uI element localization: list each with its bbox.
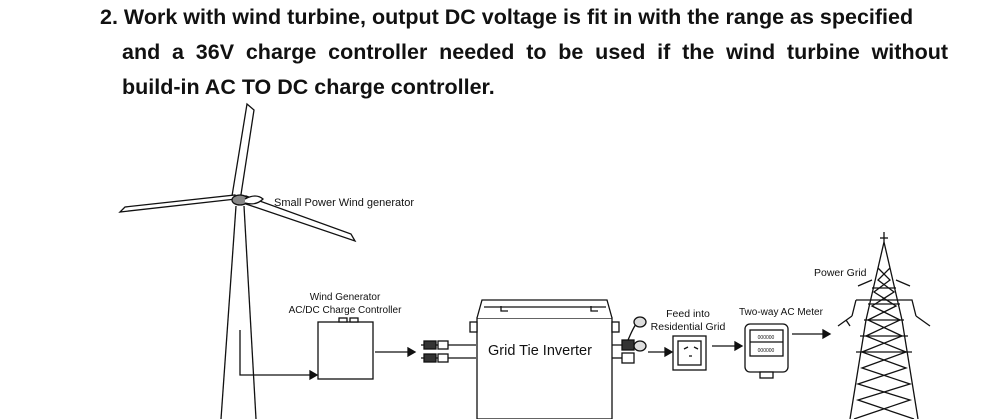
inverter-label: Grid Tie Inverter — [488, 343, 592, 359]
turbine-to-controller-wire — [239, 330, 313, 376]
power-tower-icon — [837, 232, 931, 419]
instruction-paragraph: 2. Work with wind turbine, output DC vol… — [100, 0, 950, 105]
wind-turbine-icon — [118, 102, 357, 419]
controller-label: Wind Generator AC/DC Charge Controller — [289, 291, 402, 317]
meter-label: Two-way AC Meter — [739, 307, 823, 318]
wind-generator-label: Small Power Wind generator — [274, 197, 415, 209]
item-number: 2. — [100, 5, 118, 29]
feed-label-line1: Feed into — [666, 308, 710, 320]
paragraph-line-3: build-in AC TO DC charge controller. — [122, 75, 495, 99]
feed-label: Feed into Residential Grid — [651, 308, 726, 334]
controller-label-line2: AC/DC Charge Controller — [288, 305, 402, 316]
feed-label-line2: Residential Grid — [650, 321, 726, 333]
wall-socket-icon — [672, 335, 707, 371]
controller-label-line1: Wind Generator — [309, 292, 381, 303]
ac-meter-icon — [744, 323, 789, 379]
paragraph-line-1: 2. Work with wind turbine, output DC vol… — [100, 0, 950, 35]
charge-controller-icon — [317, 317, 374, 380]
grid-tie-inverter-icon — [421, 299, 647, 419]
meter-digits-top: 000000 — [758, 335, 775, 341]
power-grid-label: Power Grid — [814, 267, 867, 279]
meter-digits-bottom: 000000 — [758, 348, 775, 354]
paragraph-line-2: and a 36V charge controller needed to be… — [122, 40, 948, 64]
paragraph-line-1-text: Work with wind turbine, output DC voltag… — [123, 5, 914, 29]
